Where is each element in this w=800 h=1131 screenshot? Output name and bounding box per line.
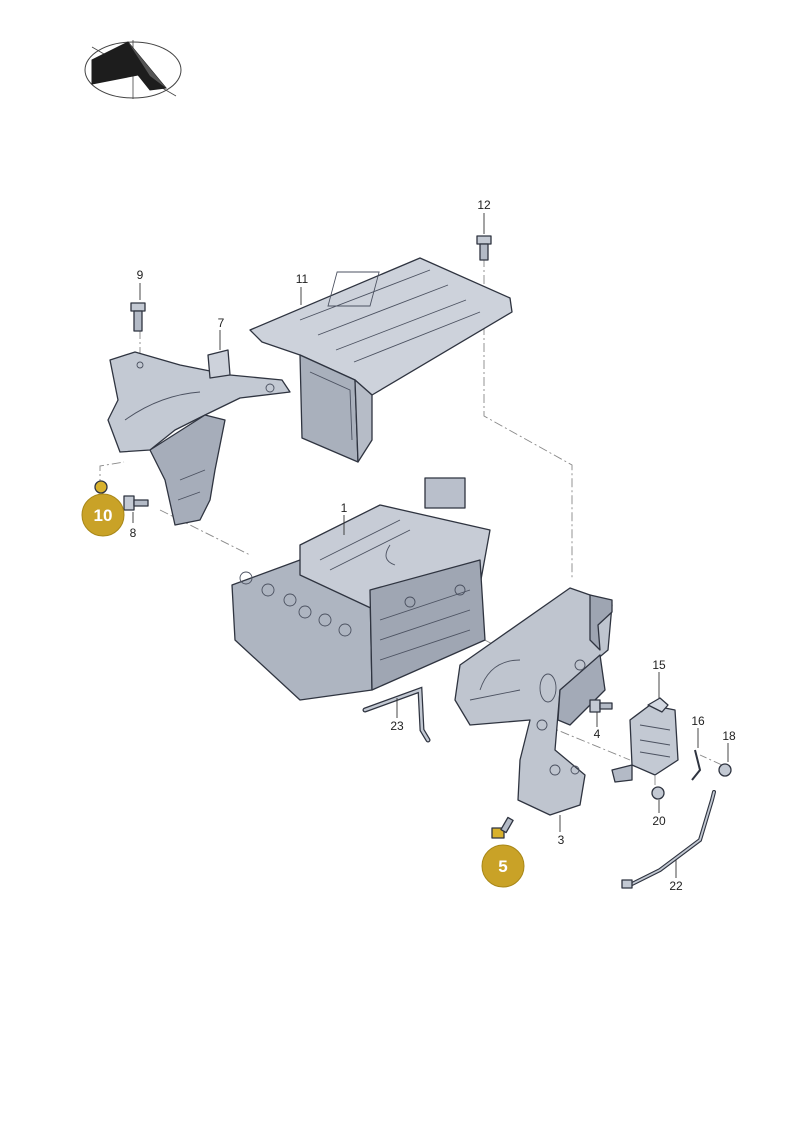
lower-bracket	[454, 587, 613, 816]
callout-20: 20	[652, 814, 666, 828]
power-electronics-module	[231, 477, 491, 701]
control-unit	[611, 697, 679, 783]
bolt-9	[130, 302, 146, 332]
badge-5[interactable]: 5	[481, 844, 525, 888]
callout-16: 16	[691, 714, 705, 728]
callout-23: 23	[390, 719, 404, 733]
connector-row	[239, 571, 352, 637]
ground-cable	[621, 790, 716, 889]
bolt-12	[476, 235, 492, 261]
bolt-8	[123, 495, 149, 511]
callout-1: 1	[341, 501, 348, 515]
bolt-4	[589, 699, 613, 713]
mounting-bracket	[107, 349, 291, 526]
badge-10-label: 10	[94, 506, 113, 525]
compass-arrow-icon	[84, 40, 182, 99]
nut-20	[651, 786, 665, 800]
nut-10	[94, 480, 108, 494]
callout-12: 12	[477, 198, 491, 212]
callout-18: 18	[722, 729, 736, 743]
heat-shield-cover	[249, 257, 513, 463]
badge-10[interactable]: 10	[81, 493, 125, 537]
leader-lines	[132, 213, 729, 878]
callout-15: 15	[652, 658, 666, 672]
callout-3: 3	[558, 833, 565, 847]
callout-11: 11	[296, 272, 309, 286]
callout-8: 8	[130, 526, 137, 540]
clip-part	[691, 749, 702, 781]
callout-7: 7	[218, 316, 225, 330]
cable-short	[362, 686, 431, 743]
nut-18	[718, 763, 732, 777]
callout-4: 4	[594, 727, 601, 741]
bolt-5	[491, 816, 514, 839]
callout-9: 9	[137, 268, 144, 282]
callout-22: 22	[669, 879, 683, 893]
badge-5-label: 5	[498, 857, 507, 876]
